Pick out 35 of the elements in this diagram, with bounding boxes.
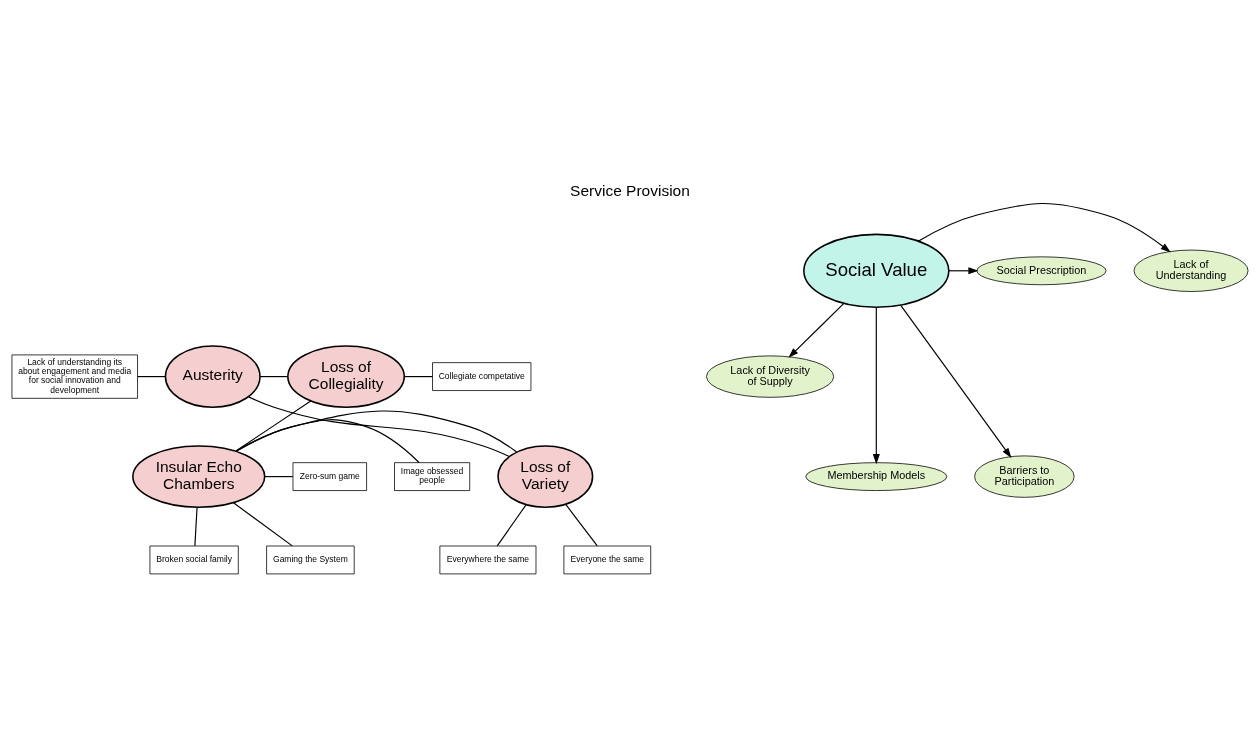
node-ellipse: Loss of Collegiality: [287, 344, 406, 408]
node-box: Broken social family: [149, 545, 239, 574]
node-box: Lack of understanding its about engagement and media for social innovation and development: [11, 354, 138, 399]
node-ellipse: Membership Models: [805, 461, 948, 491]
node-ellipse: Lack of Diversity of Supply: [706, 355, 835, 398]
node-ellipse: Social Prescription: [976, 255, 1107, 285]
diagram-title: Service Provision: [570, 181, 690, 199]
node-ellipse: Lack of Understanding: [1133, 249, 1249, 292]
arrow: [918, 202, 1171, 253]
node-ellipse: Loss of Variety: [497, 444, 594, 508]
connector: [136, 375, 166, 377]
connector: [264, 475, 294, 477]
connector: [235, 418, 420, 463]
arrow: [948, 266, 979, 274]
node-box: Everywhere the same: [439, 545, 537, 574]
connector: [259, 375, 289, 377]
connector: [403, 375, 434, 377]
node-box: Collegiate competative: [432, 361, 532, 391]
arrow: [900, 304, 1012, 458]
node-box: Zero-sum game: [292, 461, 367, 491]
node-ellipse: Social Value: [803, 233, 950, 308]
node-box: Image obsessed people: [394, 461, 471, 491]
node-box: Everyone the same: [563, 545, 652, 574]
node-ellipse: Austerity: [164, 344, 261, 408]
connector: [232, 501, 293, 546]
connector: [194, 506, 198, 546]
connector: [248, 395, 510, 457]
arrow: [788, 302, 845, 358]
connector: [235, 399, 312, 452]
connector: [565, 503, 598, 547]
connector: [496, 503, 527, 546]
node-box: Gaming the System: [266, 545, 355, 574]
node-ellipse: Insular Echo Chambers: [132, 444, 266, 508]
node-ellipse: Barriers to Participation: [974, 455, 1075, 498]
arrow: [872, 306, 880, 464]
